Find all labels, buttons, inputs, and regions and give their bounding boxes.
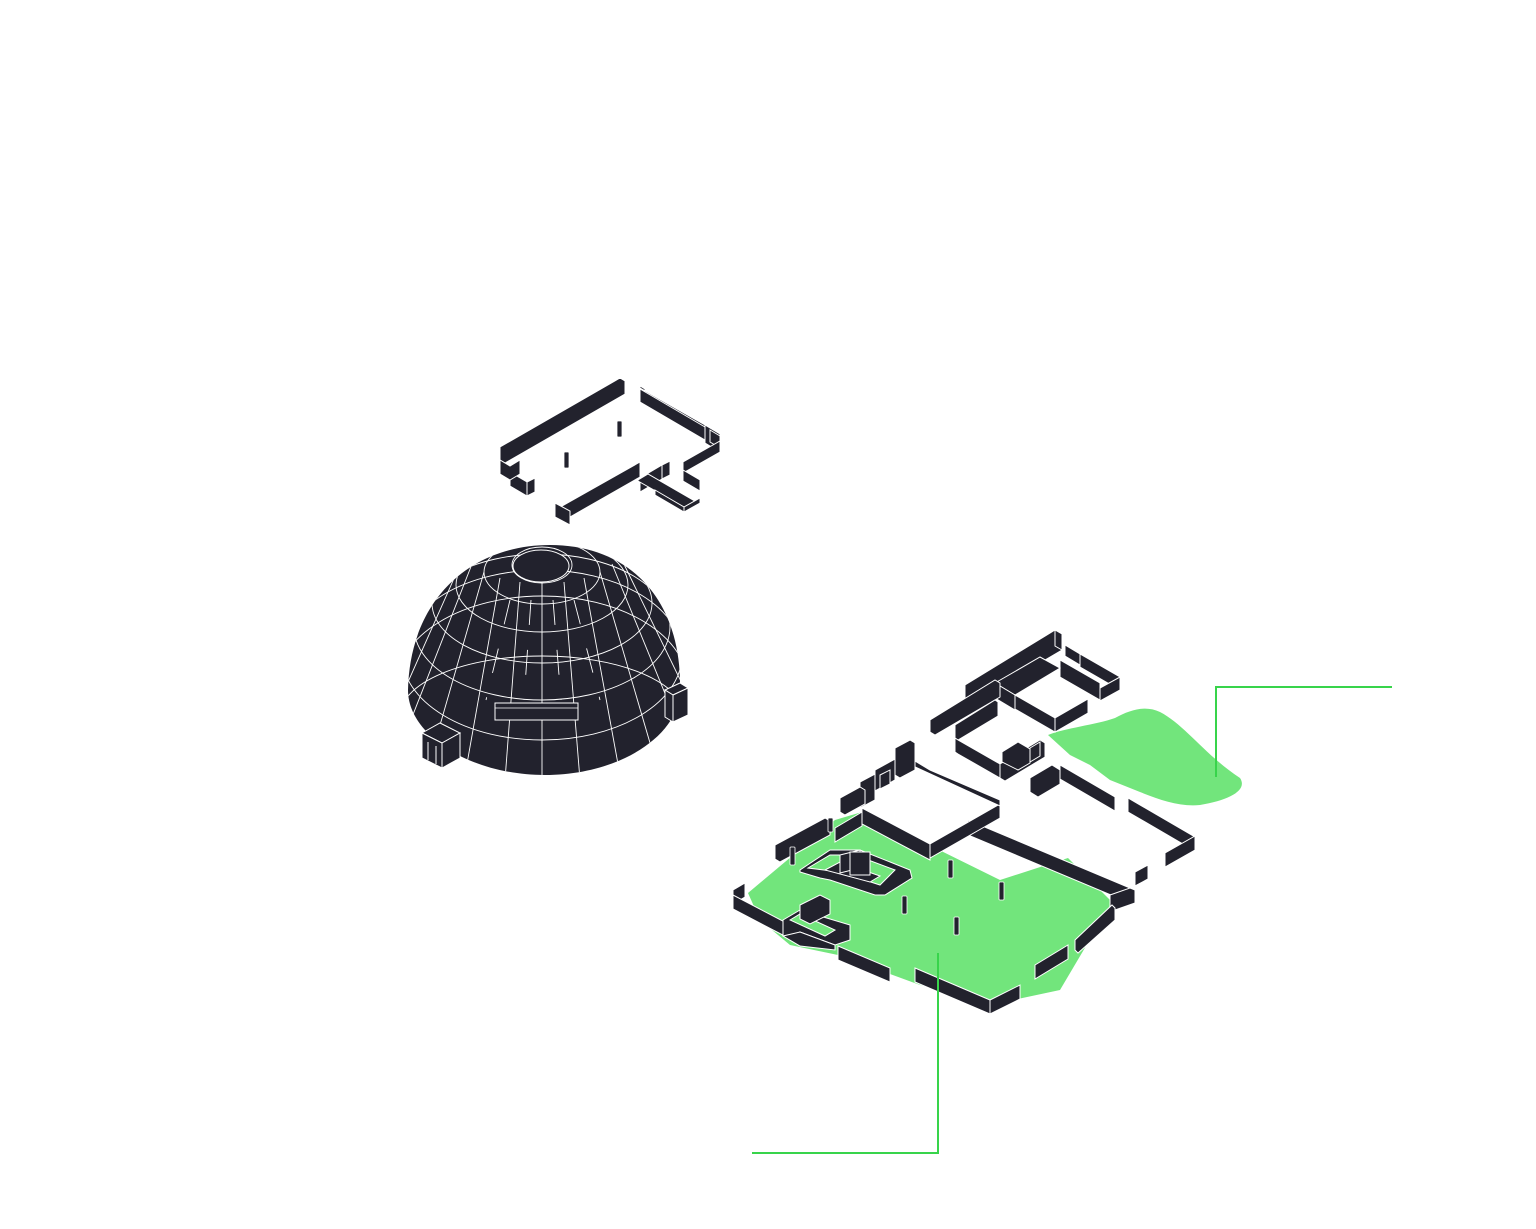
- upper-floor-columns: [563, 420, 623, 469]
- ground-floor-walls: [732, 629, 1196, 1015]
- leader-line-right: [1215, 686, 1392, 777]
- upper-floor-walls: [499, 377, 721, 526]
- ground-floor-columns: [789, 817, 1005, 936]
- geodesic-dome: [408, 545, 690, 775]
- green-landscape-mound: [1048, 708, 1242, 806]
- leader-line-bottom: [752, 953, 939, 1154]
